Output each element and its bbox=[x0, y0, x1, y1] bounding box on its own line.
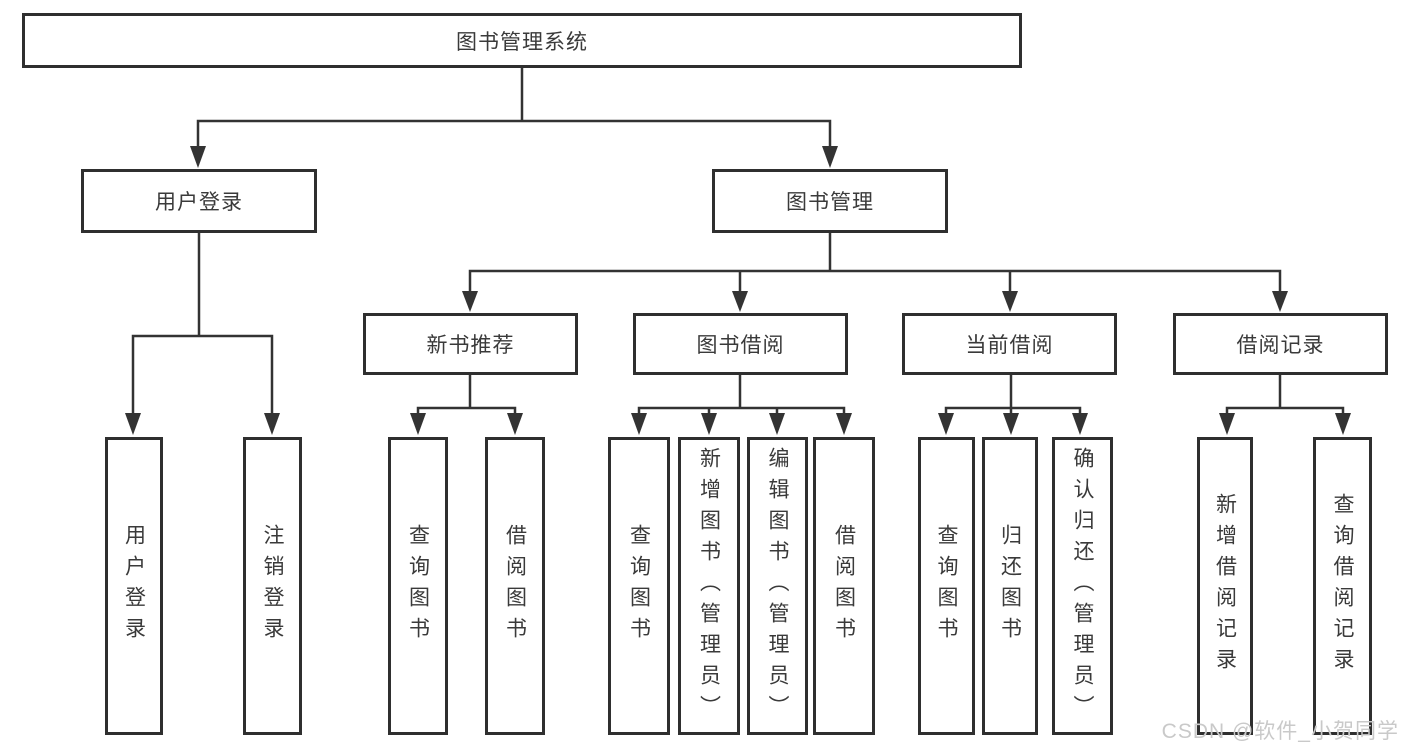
leaf-query-books-current: 查询图书 bbox=[918, 437, 975, 735]
leaf-add-borrow-record-label: 新增借阅记录 bbox=[1213, 493, 1237, 679]
node-new-book-recommend-label: 新书推荐 bbox=[426, 334, 515, 357]
leaf-add-books-admin: 新增图书（管理员） bbox=[678, 437, 740, 735]
node-user-login: 用户登录 bbox=[81, 169, 317, 233]
leaf-query-books-recommend: 查询图书 bbox=[388, 437, 448, 735]
arrowheads bbox=[125, 146, 1351, 435]
leaf-user-login: 用户登录 bbox=[105, 437, 163, 735]
leaf-logout: 注销登录 bbox=[243, 437, 302, 735]
leaf-query-books-recommend-label: 查询图书 bbox=[406, 524, 430, 648]
node-current-borrowing-label: 当前借阅 bbox=[965, 334, 1054, 357]
leaf-query-borrow-record: 查询借阅记录 bbox=[1313, 437, 1372, 735]
csdn-watermark: CSDN @软件_小贺同学 bbox=[1161, 720, 1399, 743]
node-book-management: 图书管理 bbox=[712, 169, 948, 233]
node-current-borrowing: 当前借阅 bbox=[902, 313, 1117, 375]
leaf-return-books-label: 归还图书 bbox=[998, 524, 1022, 648]
leaf-return-books: 归还图书 bbox=[982, 437, 1038, 735]
leaf-edit-books-admin-label: 编辑图书（管理员） bbox=[766, 446, 789, 726]
leaf-confirm-return-admin-label: 确认归还（管理员） bbox=[1071, 446, 1094, 726]
leaf-logout-label: 注销登录 bbox=[261, 524, 284, 648]
leaf-query-books-current-label: 查询图书 bbox=[935, 524, 958, 648]
leaf-edit-books-admin: 编辑图书（管理员） bbox=[747, 437, 808, 735]
node-root-label: 图书管理系统 bbox=[456, 30, 588, 54]
node-borrowing-records: 借阅记录 bbox=[1173, 313, 1388, 375]
leaf-borrow-books: 借阅图书 bbox=[813, 437, 875, 735]
node-borrowing-records-label: 借阅记录 bbox=[1236, 334, 1325, 357]
node-book-management-label: 图书管理 bbox=[786, 191, 874, 214]
leaf-borrow-books-label: 借阅图书 bbox=[832, 524, 856, 648]
leaf-add-borrow-record: 新增借阅记录 bbox=[1197, 437, 1253, 735]
node-new-book-recommend: 新书推荐 bbox=[363, 313, 578, 375]
connector-paths bbox=[131, 66, 1345, 419]
leaf-user-login-label: 用户登录 bbox=[122, 524, 146, 648]
leaf-borrow-books-recommend-label: 借阅图书 bbox=[503, 524, 527, 648]
leaf-add-books-admin-label: 新增图书（管理员） bbox=[697, 446, 721, 726]
leaf-query-books-borrow: 查询图书 bbox=[608, 437, 670, 735]
node-root-system: 图书管理系统 bbox=[22, 13, 1022, 68]
node-user-login-label: 用户登录 bbox=[155, 191, 243, 214]
node-book-borrowing-label: 图书借阅 bbox=[696, 334, 785, 357]
leaf-query-borrow-record-label: 查询借阅记录 bbox=[1331, 493, 1354, 679]
leaf-borrow-books-recommend: 借阅图书 bbox=[485, 437, 545, 735]
leaf-confirm-return-admin: 确认归还（管理员） bbox=[1052, 437, 1113, 735]
node-book-borrowing: 图书借阅 bbox=[633, 313, 848, 375]
leaf-query-books-borrow-label: 查询图书 bbox=[627, 524, 651, 648]
